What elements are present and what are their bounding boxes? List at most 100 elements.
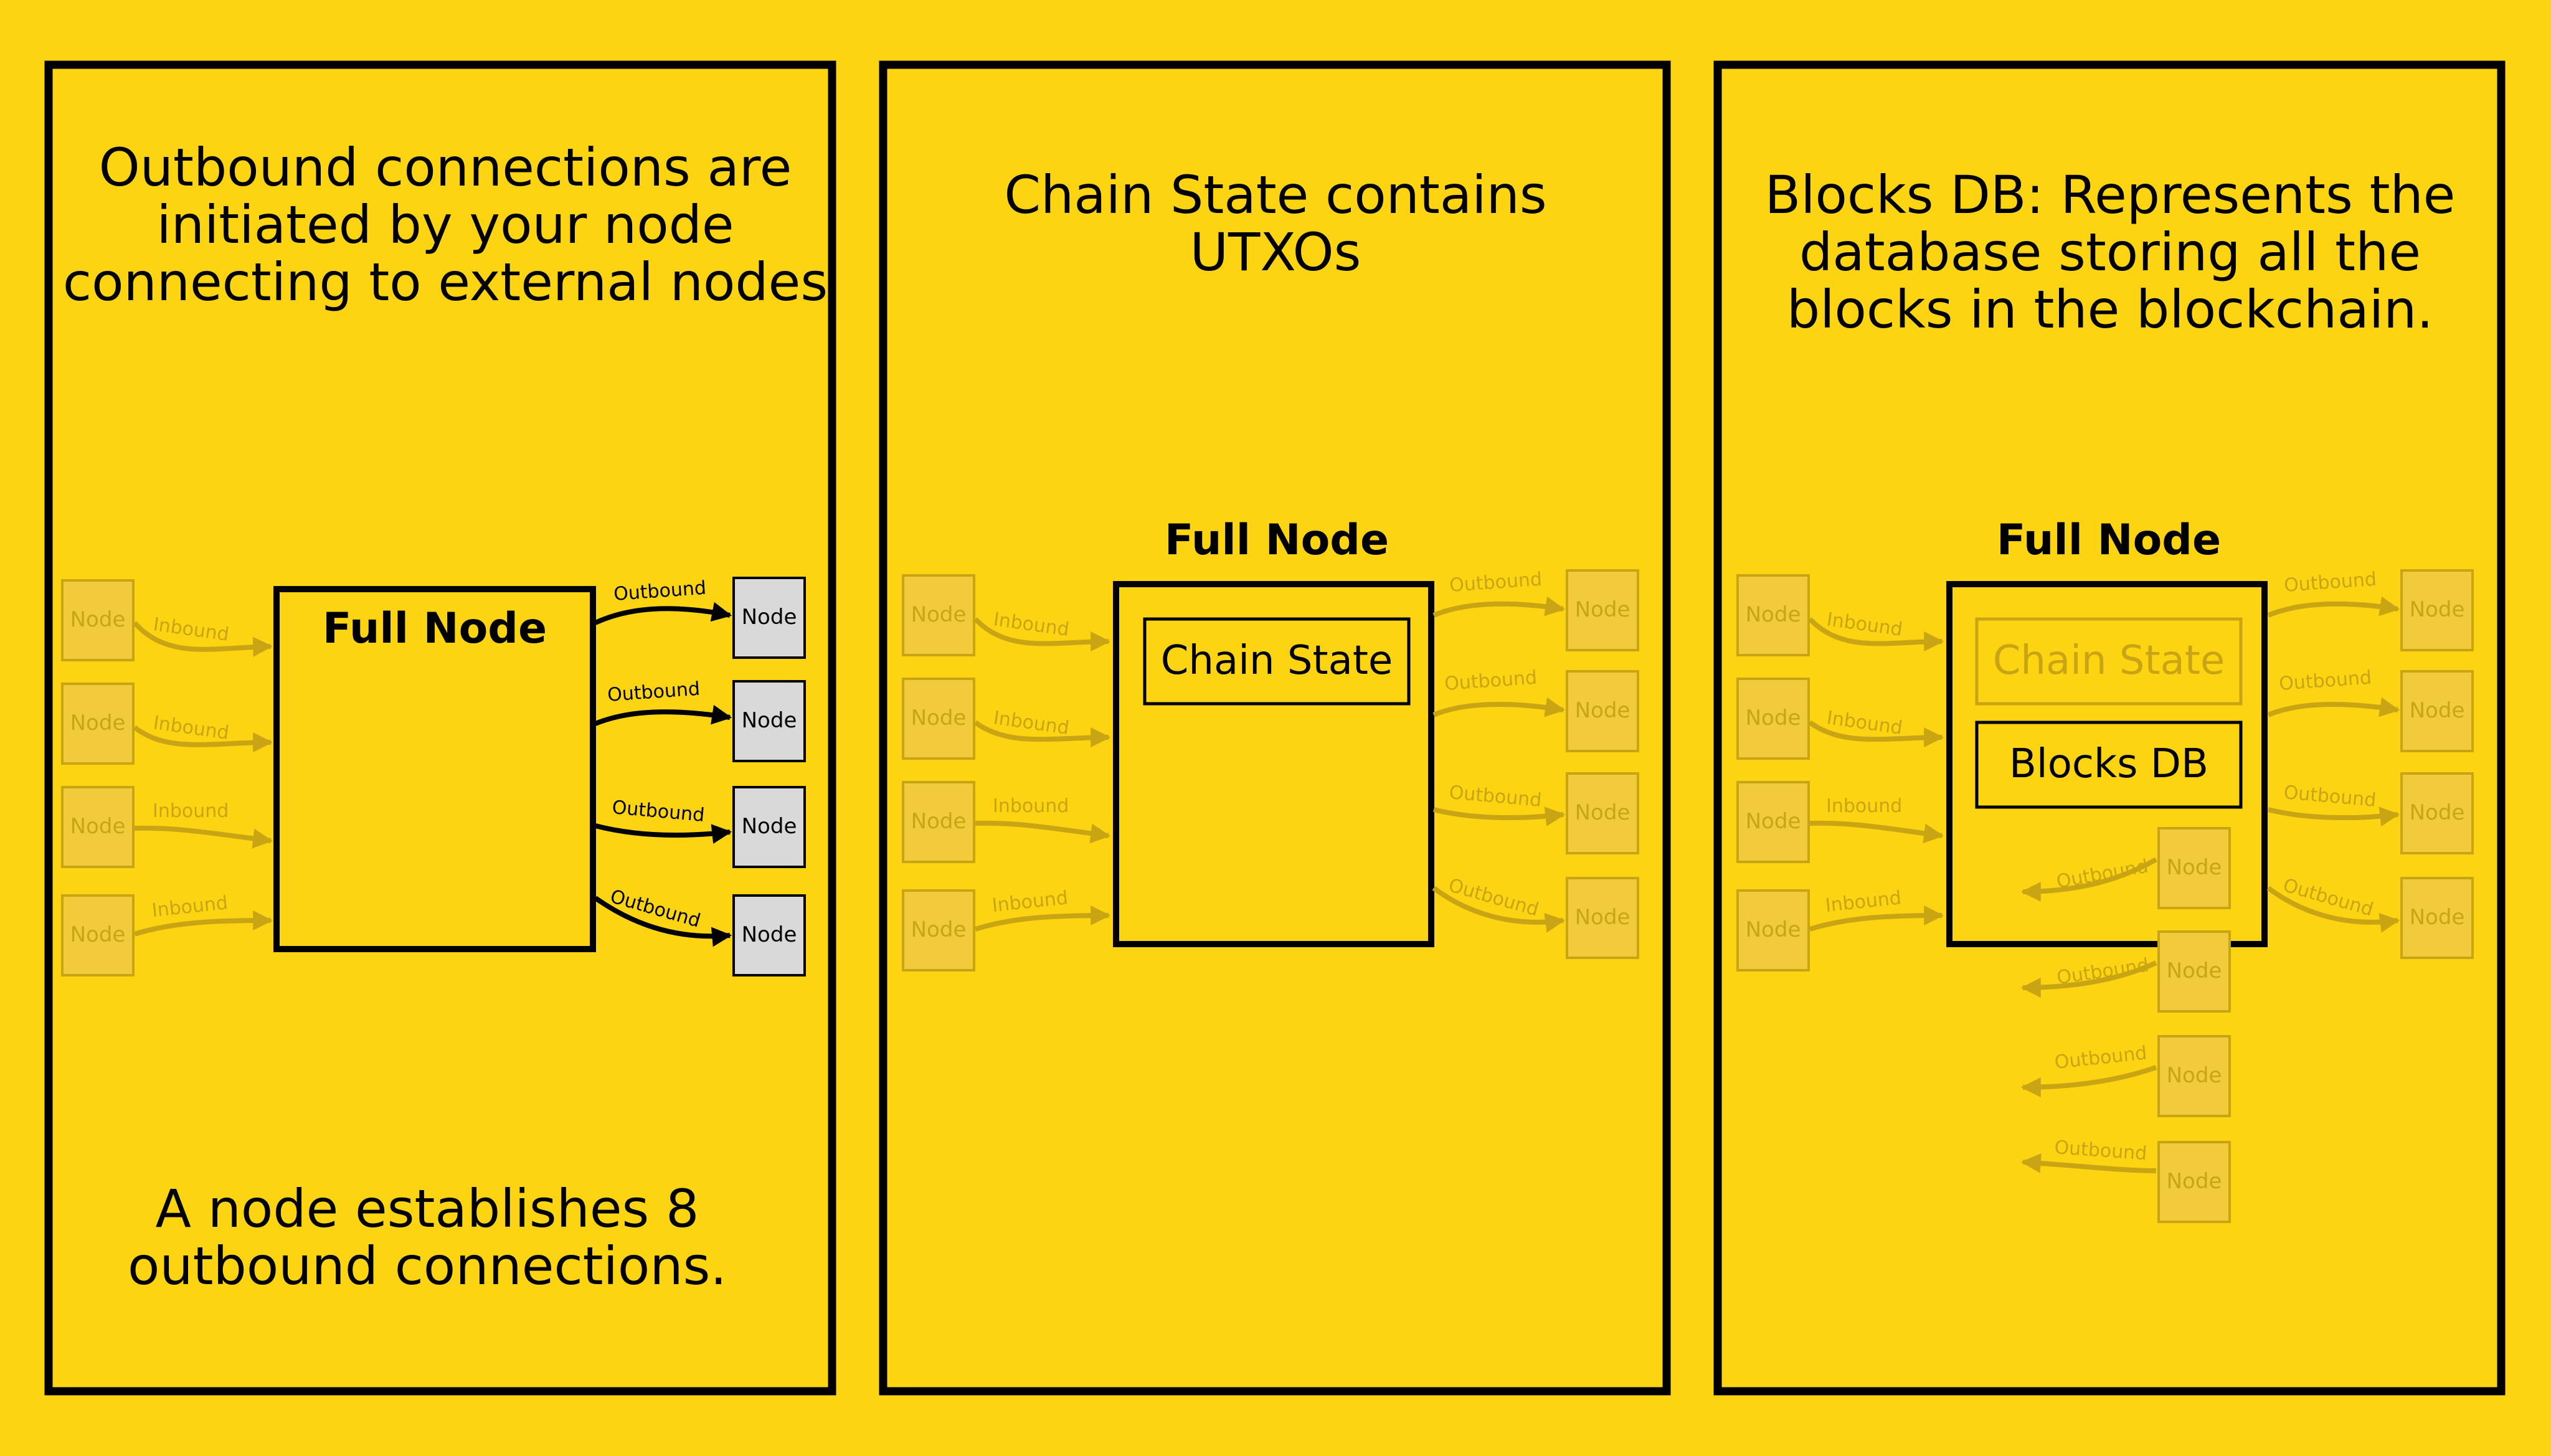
p2-outbound-node-2 [1566,670,1639,752]
panel-1-outbound-arrows [594,602,732,947]
p2-outbound-arrow-1 [1432,596,1566,618]
panel-2-chain-state-label: Chain State [1161,638,1393,684]
inbound-arrow-2 [133,725,273,753]
panel-3-inbound-arrows [1808,617,1944,932]
p2-inbound-arrow-4 [974,905,1111,932]
panel-1-outbound-nodes: Node Node Node Node [732,577,806,976]
outbound-arrow-4 [594,896,732,947]
panel-3-full-node-title: Full Node [1997,516,2221,565]
outbound-arrow-1 [594,602,732,625]
p2-inbound-arrow-3 [975,820,1111,844]
p3-lower-node-2 [2157,930,2231,1013]
outbound-node-3-label: Node [742,814,797,839]
p2-inbound-node-3-label: Node [911,809,967,834]
panel-2-caption-line-2: UTXOs [1190,222,1361,283]
inbound-node-4-label: Node [70,922,126,947]
panel-1-caption-line-3: connecting to external nodes [63,252,828,313]
p3-outbound-node-4-label: Node [2410,905,2465,930]
p3-lower-node-4 [2157,1141,2231,1223]
p2-outbound-arrow-4 [1432,886,1566,933]
panel-3-lower-arrows [2020,857,2157,1173]
panel-2-frame [879,60,1671,1396]
panel-3-outbound-nodes: Node Node Node Node [2400,569,2474,959]
inbound-node-4 [61,894,135,976]
p2-inbound-label-3: Inbound [993,795,1069,817]
panel-2-chain-state-box [1143,617,1411,706]
outbound-node-1-label: Node [742,605,797,630]
panel-2-full-node-title: Full Node [1165,516,1389,565]
p3-lower-arrow-1 [2020,857,2157,902]
p3-inbound-node-4 [1736,889,1810,971]
inbound-arrow-3 [134,825,273,849]
p3-outbound-node-1-label: Node [2410,597,2465,622]
outbound-arrow-2 [594,704,732,726]
p3-lower-arrow-2 [2020,960,2157,998]
outbound-node-4-label: Node [742,922,797,947]
panel-3-caption-line-1: Blocks DB: Represents the [1765,164,2456,225]
p3-lower-node-4-label: Node [2167,1169,2222,1194]
p3-inbound-node-1 [1736,574,1810,656]
p3-lower-node-2-label: Node [2167,958,2222,983]
inbound-arrow-4 [133,910,273,937]
p2-outbound-node-4-label: Node [1575,905,1630,930]
p3-outbound-node-2-label: Node [2410,698,2465,723]
p3-inbound-node-3-label: Node [1746,809,1801,834]
p3-inbound-label-3: Inbound [1826,795,1902,817]
panel-2-caption-bold: Chain State [1004,164,1309,225]
panel-3-full-node-box [1946,581,2268,947]
p3-outbound-arrow-1 [2267,596,2400,618]
panel-3-caption-line-2: database storing all the [1799,222,2421,283]
p2-inbound-node-4-label: Node [911,917,967,942]
panel-3-chain-state-label: Chain State [1993,638,2225,684]
panel-1-footer-line-1: A node establishes 8 [156,1178,699,1239]
p2-outbound-node-1 [1566,569,1639,651]
p3-lower-arrow-4 [2020,1153,2157,1173]
p3-outbound-arrow-3 [2268,806,2400,827]
panel-1-full-node-box [273,586,596,952]
panel-1-footer-line-2: outbound connections. [128,1236,727,1297]
p3-lower-node-1 [2157,827,2231,909]
inbound-node-2 [61,683,135,765]
panel-1-caption-line-1: Outbound connections are [99,137,792,198]
p2-outbound-arrow-2 [1432,697,1566,717]
panel-3-chain-state-box [1975,617,2243,706]
panel-2: Chain State contains UTXOs Node Node Nod… [902,164,1639,971]
p3-outbound-node-1 [2400,569,2474,651]
p3-lower-node-3 [2157,1035,2231,1117]
p3-lower-node-3-label: Node [2167,1063,2222,1088]
panel-3-blocks-db-box [1975,721,2243,809]
p2-outbound-arrow-3 [1433,806,1566,827]
p3-lower-arrow-3 [2020,1065,2157,1097]
outbound-node-2 [732,680,806,762]
panel-2-inbound-arrows [973,617,1111,932]
inbound-node-1-label: Node [70,607,126,632]
panel-1-frame [44,60,836,1396]
p3-inbound-node-3 [1736,781,1810,863]
outbound-node-3 [732,786,806,868]
panel-3-inbound-nodes: Node Node Node Node [1736,574,1810,971]
p3-inbound-node-1-label: Node [1746,602,1801,627]
inbound-node-3 [61,786,135,868]
p3-inbound-arrow-3 [1809,820,1944,844]
p3-inbound-arrow-2 [1808,720,1944,748]
panel-3: Blocks DB: Represents the database stori… [1736,164,2474,1223]
p2-inbound-arrow-1 [973,617,1111,652]
p2-inbound-arrow-2 [973,720,1111,748]
panel-2-inbound-nodes: Node Node Node Node [902,574,975,971]
outbound-node-2-label: Node [742,708,797,733]
p3-inbound-node-4-label: Node [1746,917,1801,942]
p3-inbound-node-2 [1736,678,1810,760]
panel-3-blocks-db-label: Blocks DB [2009,741,2208,787]
p2-outbound-node-1-label: Node [1575,597,1630,622]
inbound-node-3-label: Node [70,814,126,839]
p2-outbound-node-3-label: Node [1575,800,1630,825]
outbound-node-4 [732,894,806,976]
panel-2-caption-line-1: Chain State contains [1004,164,1546,225]
p2-outbound-node-4 [1566,877,1639,959]
inbound-label-3: Inbound [153,800,229,822]
p2-outbound-node-3 [1566,772,1639,854]
p2-inbound-node-1 [902,574,975,656]
panel-1-inbound-nodes: Node Node Node Node [61,579,135,976]
